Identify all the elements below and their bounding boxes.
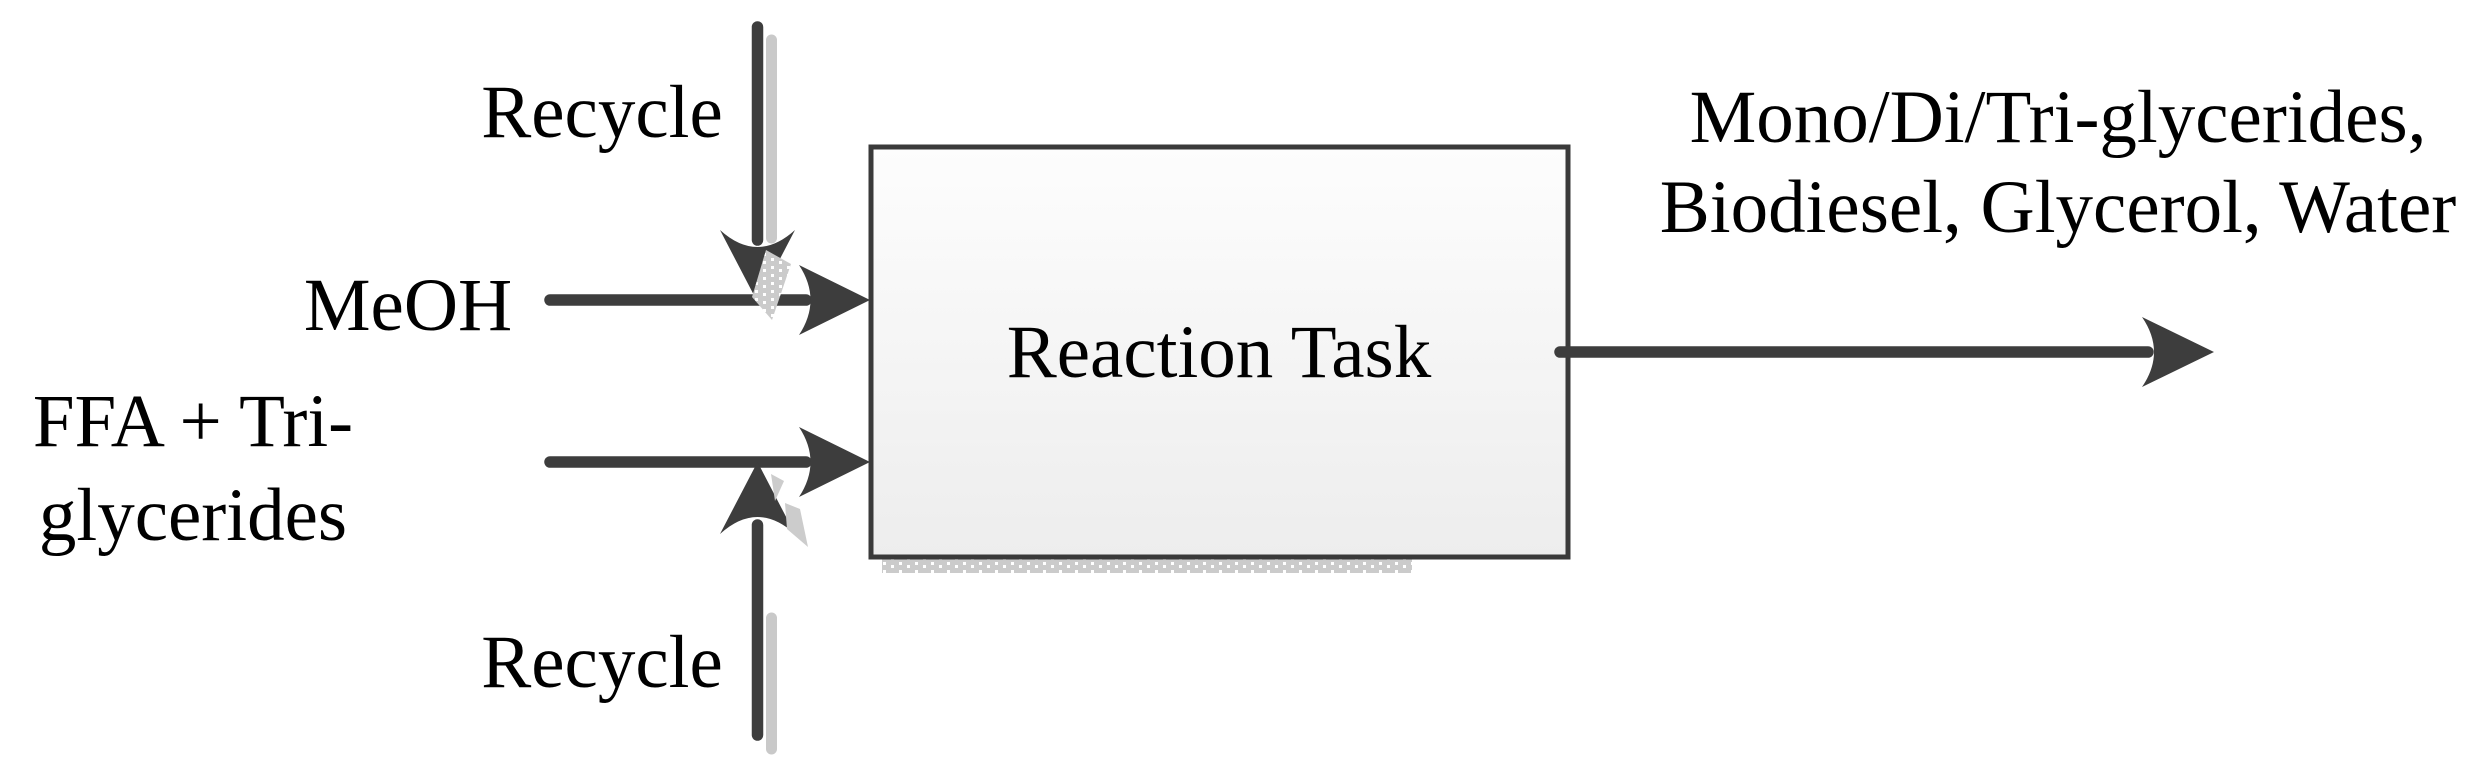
feed-label-line1: FFA + Tri- [33,380,353,463]
recycle-top-arrowhead-icon [720,230,795,302]
recycle-top-label: Recycle [481,71,723,154]
recycle-bottom-arrowhead-icon [720,462,795,534]
reaction-task-label: Reaction Task [1007,311,1432,394]
feed-label-line2: glycerides [39,474,347,557]
output-label-line1: Mono/Di/Tri-glycerides, [1690,76,2427,159]
output-arrowhead-icon [2142,317,2214,387]
meoh-arrowhead-icon [799,265,870,335]
feed-arrowhead-icon [799,427,870,497]
recycle-bottom-arrowhead-shadow-large [785,503,808,547]
box-drop-shadow [882,559,1412,573]
output-label-line2: Biodiesel, Glycerol, Water [1660,166,2457,249]
recycle-top-arrowhead-shadow [752,250,791,320]
meoh-label: MeOH [304,264,512,347]
reaction-task-box [868,144,1571,560]
recycle-bottom-arrowhead-shadow-small [771,474,784,501]
recycle-bottom-label: Recycle [481,621,723,704]
